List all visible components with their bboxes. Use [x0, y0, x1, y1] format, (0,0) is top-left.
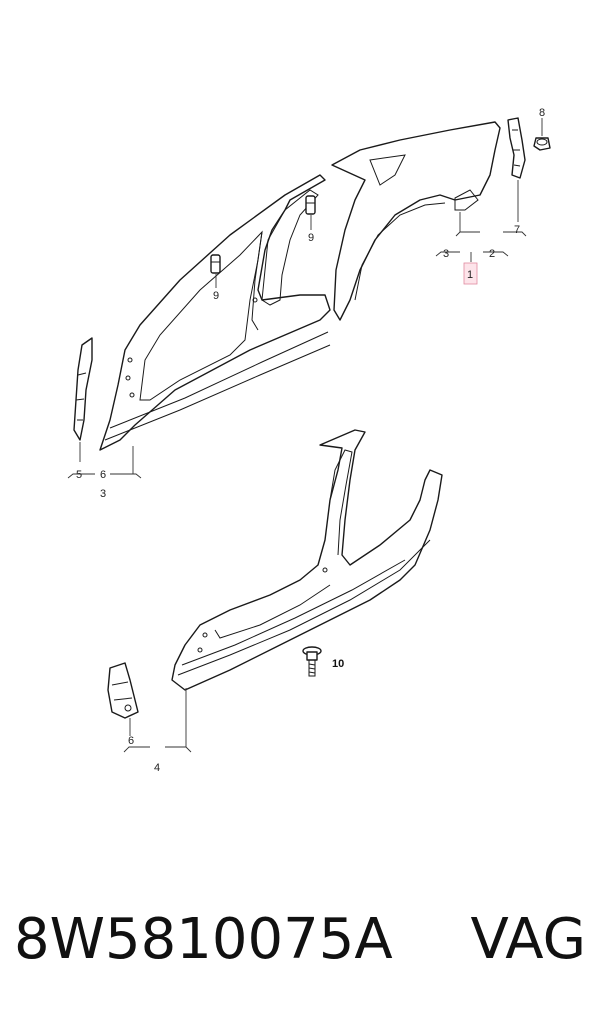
highlight-box-item-1 [463, 262, 478, 285]
front-bracket-5 [73, 337, 93, 441]
clip-8 [533, 137, 551, 151]
brand-label: VAG [470, 907, 586, 972]
callout-9-right: 9 [308, 232, 314, 244]
rear-bracket-7 [507, 117, 526, 179]
part-number: 8W5810075A [14, 907, 393, 972]
callout-3-left: 3 [100, 488, 106, 500]
screw-10 [302, 646, 322, 677]
sill-panel-lower [171, 429, 443, 691]
bracket-6-lower [107, 662, 139, 719]
leader-lines [67, 118, 543, 753]
callout-10: 10 [332, 658, 344, 670]
callout-1: 1 [467, 269, 473, 281]
stud-nut-9a [210, 254, 221, 274]
callout-2: 2 [489, 248, 495, 260]
callout-3-top: 3 [443, 248, 449, 260]
callouts: 8 9 9 3 2 7 1 5 6 3 10 6 4 [76, 107, 545, 774]
callout-6-bottom: 6 [128, 735, 134, 747]
callout-8: 8 [539, 107, 545, 119]
side-panel-upper [99, 174, 331, 451]
callout-9-left: 9 [213, 290, 219, 302]
callout-5: 5 [76, 469, 82, 481]
callout-4: 4 [154, 762, 160, 774]
callout-7: 7 [514, 224, 520, 236]
stud-nut-9b [305, 195, 316, 215]
rear-quarter-panel [331, 121, 501, 321]
callout-6-left: 6 [100, 469, 106, 481]
parts-diagram: 8 9 9 3 2 7 1 5 6 3 10 6 4 [67, 107, 551, 774]
caption-bar: 8W5810075A VAG [0, 895, 600, 985]
